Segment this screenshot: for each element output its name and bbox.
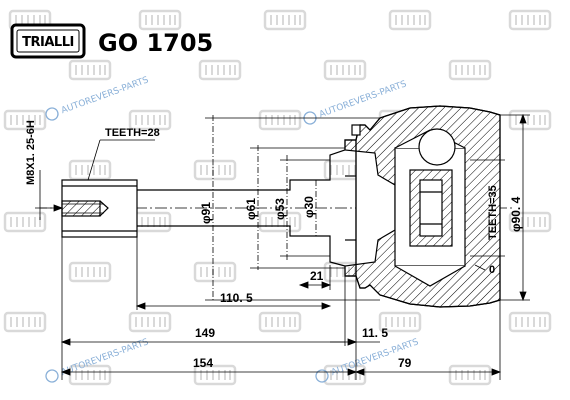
length-11-5: 11. 5 (362, 326, 388, 340)
length-154: 154 (193, 356, 213, 370)
diameter-61: φ61 (244, 198, 258, 220)
teeth-inner-label: TEETH=35 (487, 185, 499, 240)
logo-text: TRIALLI (22, 35, 74, 50)
teeth-outer-label: TEETH=28 (105, 127, 160, 139)
watermark-brand-1: AUTOREVERS-PARTS (45, 75, 150, 121)
thread-label: M8X1. 25-6H (25, 120, 37, 185)
length-79: 79 (398, 356, 412, 370)
diameter-90-4: φ90. 4 (509, 196, 523, 232)
watermark-brand-3: AUTOREVERS-PARTS (45, 337, 150, 383)
o-ring-label: 0 (489, 264, 495, 276)
part-number: GO 1705 (98, 29, 213, 57)
brand-logo: TRIALLI (10, 23, 86, 59)
dimension-lines (39, 113, 530, 380)
length-110-5: 110. 5 (220, 291, 253, 305)
length-149: 149 (195, 326, 215, 340)
diameter-91: φ91 (199, 202, 213, 224)
length-21: 21 (310, 269, 324, 283)
diameter-30: φ30 (302, 196, 316, 218)
diameter-53: φ53 (273, 198, 287, 220)
